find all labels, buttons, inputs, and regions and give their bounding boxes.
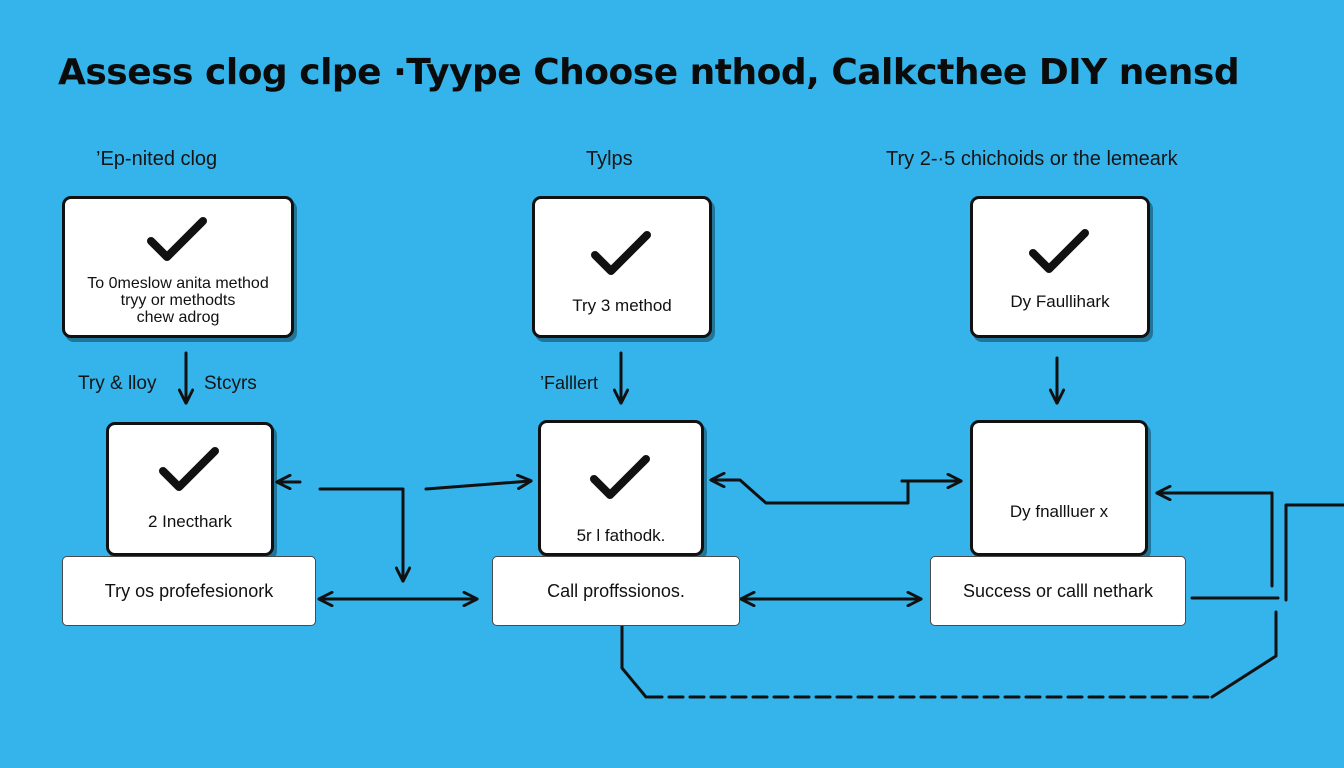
checkmark-icon bbox=[590, 455, 650, 499]
arrow-right-icon bbox=[424, 481, 530, 491]
step-card: Try 3 method bbox=[532, 196, 712, 338]
loop-connector bbox=[1284, 503, 1344, 602]
step-card: 5r l fathodk. bbox=[538, 420, 704, 556]
step-card-text: 5r l fathodk. bbox=[576, 526, 666, 545]
step-card: Dy Faullihark bbox=[970, 196, 1150, 338]
return-loop-right bbox=[1210, 610, 1278, 699]
checkmark-icon bbox=[147, 217, 207, 261]
column-label: ’Ep-nited clog bbox=[96, 148, 218, 170]
checkmark-icon bbox=[159, 447, 219, 491]
step-card-text: Try 3 method bbox=[572, 296, 672, 315]
outcome-box: Call proffssionos. bbox=[492, 556, 740, 626]
elbow-connector bbox=[712, 480, 910, 505]
step-card-text: 2 Inecthark bbox=[147, 512, 233, 531]
checkmark-icon bbox=[1029, 229, 1089, 273]
outcome-box: Try os profefesionork bbox=[62, 556, 316, 626]
column-label: Tylps bbox=[586, 148, 633, 170]
connector-down bbox=[318, 487, 403, 580]
step-label: Stcyrs bbox=[204, 373, 257, 394]
return-loop-solid bbox=[620, 624, 648, 699]
checkmark-icon bbox=[591, 231, 651, 275]
step-label: Try & lloy bbox=[78, 373, 157, 394]
page-title: Assess clog clpe ·Tyype Choose nthod, Ca… bbox=[58, 52, 1240, 93]
step-card-text: To 0meslow anita method tryy or methodts… bbox=[87, 275, 269, 326]
step-card-text: Dy Faullihark bbox=[1010, 292, 1110, 311]
outcome-box: Success or calll nethark bbox=[930, 556, 1186, 626]
step-card: To 0meslow anita method tryy or methodts… bbox=[62, 196, 294, 338]
step-card-text: Dy fnallluer x bbox=[1009, 502, 1109, 521]
column-label: Try 2-·5 chichoids or the lemeark bbox=[886, 148, 1178, 170]
step-card: Dy fnallluer x bbox=[970, 420, 1148, 556]
step-label: ’Falllert bbox=[540, 373, 599, 393]
step-card: 2 Inecthark bbox=[106, 422, 274, 556]
